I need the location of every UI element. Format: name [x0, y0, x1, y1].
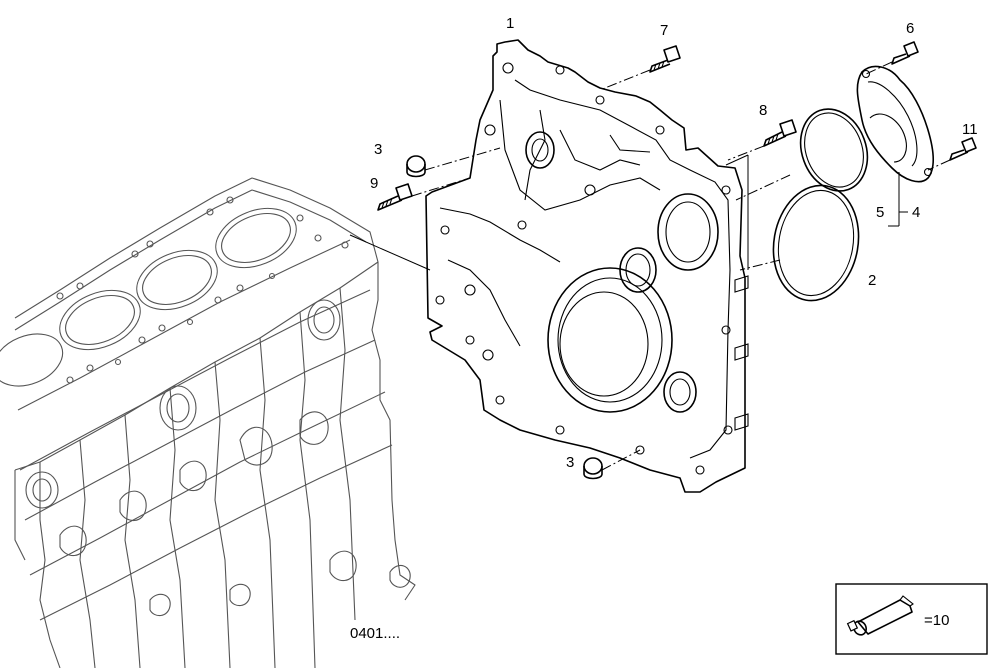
callout-5: 5	[876, 204, 884, 221]
callout-4: 4	[912, 204, 920, 221]
bolt-part-11	[949, 137, 977, 161]
large-seal-ring-part	[772, 184, 860, 302]
callout-3-lower: 3	[566, 454, 574, 471]
callout-8: 8	[759, 102, 767, 119]
front-cover-part	[425, 39, 749, 493]
small-gasket-part	[799, 108, 869, 192]
bolt-part-7	[649, 45, 681, 73]
plug-part-lower	[583, 457, 603, 480]
reference-code: 0401....	[350, 625, 400, 642]
engine-block-drawing	[0, 177, 416, 668]
sealant-tube-icon	[846, 595, 914, 636]
bolt-part-6	[891, 41, 919, 65]
legend-box: =10	[835, 583, 988, 655]
callout-3-upper: 3	[374, 141, 382, 158]
callout-1: 1	[506, 15, 514, 32]
callout-7: 7	[660, 22, 668, 39]
callout-6: 6	[906, 20, 914, 37]
pump-cover-part	[856, 65, 935, 183]
callout-2: 2	[868, 272, 876, 289]
bolt-part-8	[763, 119, 797, 147]
callout-11: 11	[962, 121, 978, 138]
callout-labels: 1 2 3 3 4 5 6 7 8 9 11	[370, 15, 978, 471]
plug-part-upper	[406, 155, 426, 178]
leader-lines	[349, 61, 951, 471]
callout-9: 9	[370, 175, 378, 192]
bolt-part-9	[377, 183, 413, 211]
legend-label: =10	[924, 612, 949, 629]
